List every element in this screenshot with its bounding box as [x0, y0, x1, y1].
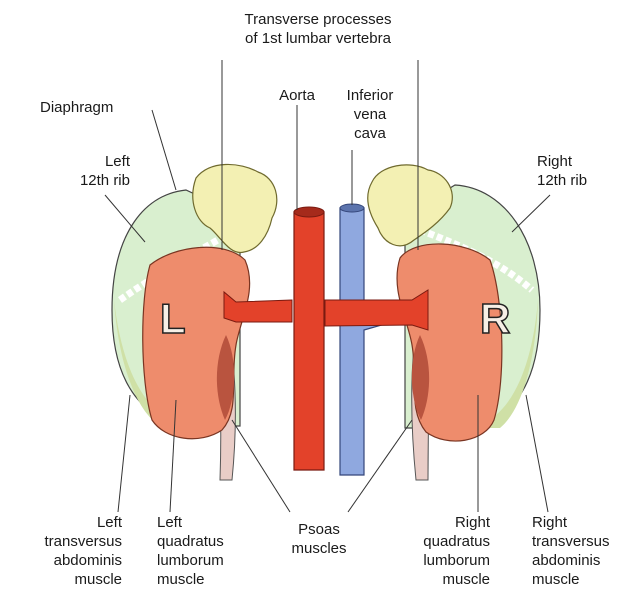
- label-left-transversus-line1: Left: [0, 513, 122, 532]
- leader-right-transversus: [526, 395, 548, 512]
- label-diaphragm: Diaphragm: [40, 98, 113, 117]
- label-psoas-line2: muscles: [274, 539, 364, 558]
- label-inferior-vena-cava: Inferior vena cava: [330, 86, 410, 143]
- label-aorta: Aorta: [262, 86, 332, 105]
- left-kidney-letter: L: [160, 295, 186, 342]
- label-right-transversus-line1: Right: [532, 513, 610, 532]
- aorta-opening: [294, 207, 324, 217]
- label-aorta-text: Aorta: [262, 86, 332, 105]
- label-right-transversus: Right transversus abdominis muscle: [532, 513, 610, 589]
- aorta: [294, 212, 324, 470]
- label-left-transversus-line2: transversus: [0, 532, 122, 551]
- label-right-quadratus-line4: muscle: [380, 570, 490, 589]
- leader-diaphragm: [152, 110, 176, 190]
- ivc-opening: [340, 204, 364, 212]
- label-left-quadratus: Left quadratus lumborum muscle: [157, 513, 224, 589]
- label-transverse-line2: of 1st lumbar vertebra: [218, 29, 418, 48]
- leader-left-transversus: [118, 395, 130, 512]
- label-transverse-processes: Transverse processes of 1st lumbar verte…: [218, 10, 418, 48]
- label-right-transversus-line2: transversus: [532, 532, 610, 551]
- label-right-12th-rib: Right 12th rib: [537, 152, 587, 190]
- label-right-rib-line2: 12th rib: [537, 171, 587, 190]
- label-ivc-line1: Inferior: [330, 86, 410, 105]
- label-left-12th-rib: Left 12th rib: [30, 152, 130, 190]
- inferior-vena-cava: [340, 208, 392, 475]
- label-left-quadratus-line3: lumborum: [157, 551, 224, 570]
- label-transverse-line1: Transverse processes: [218, 10, 418, 29]
- label-left-quadratus-line4: muscle: [157, 570, 224, 589]
- label-ivc-line2: vena: [330, 105, 410, 124]
- label-left-transversus-line3: abdominis: [0, 551, 122, 570]
- label-left-transversus-line4: muscle: [0, 570, 122, 589]
- label-left-rib-line1: Left: [30, 152, 130, 171]
- label-right-quadratus-line3: lumborum: [380, 551, 490, 570]
- leader-psoas-left: [232, 420, 290, 512]
- label-left-quadratus-line2: quadratus: [157, 532, 224, 551]
- label-right-quadratus-line2: quadratus: [380, 532, 490, 551]
- label-ivc-line3: cava: [330, 124, 410, 143]
- leader-right-rib: [512, 195, 550, 232]
- right-kidney-letter: R: [480, 295, 510, 342]
- label-right-rib-line1: Right: [537, 152, 587, 171]
- label-left-rib-line2: 12th rib: [30, 171, 130, 190]
- label-psoas-line1: Psoas: [274, 520, 364, 539]
- label-right-quadratus-line1: Right: [380, 513, 490, 532]
- label-right-quadratus: Right quadratus lumborum muscle: [380, 513, 490, 589]
- label-psoas-muscles: Psoas muscles: [274, 520, 364, 558]
- label-right-transversus-line3: abdominis: [532, 551, 610, 570]
- label-diaphragm-text: Diaphragm: [40, 98, 113, 117]
- label-left-quadratus-line1: Left: [157, 513, 224, 532]
- label-left-transversus: Left transversus abdominis muscle: [0, 513, 122, 589]
- label-right-transversus-line4: muscle: [532, 570, 610, 589]
